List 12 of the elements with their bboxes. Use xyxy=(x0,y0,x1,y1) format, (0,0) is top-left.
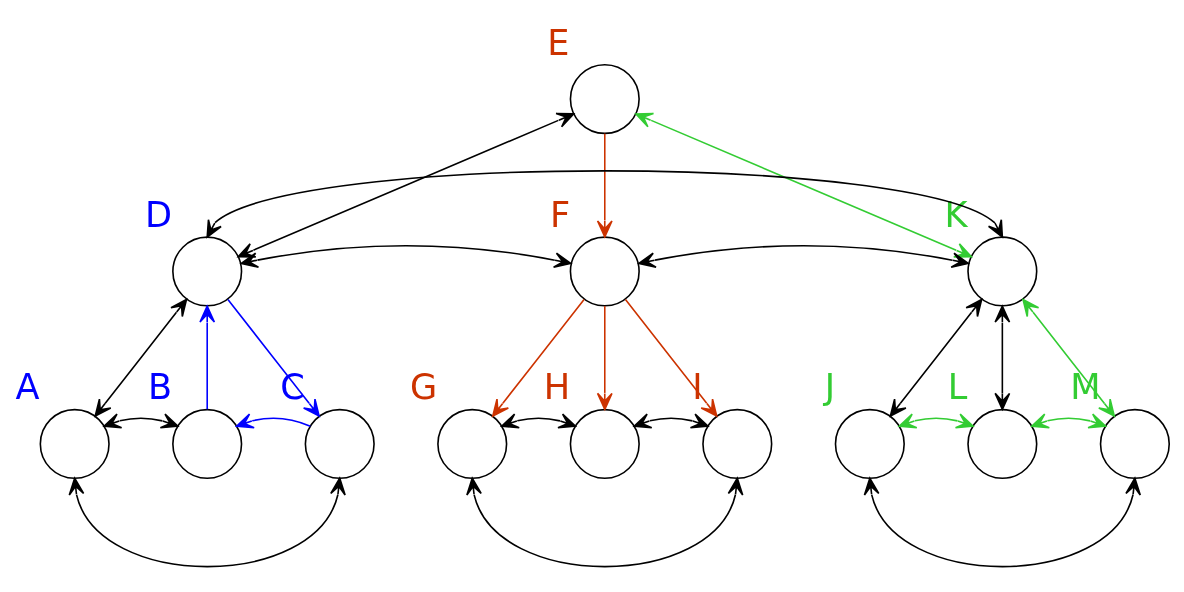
node-label: H xyxy=(543,365,571,407)
node-label: J xyxy=(824,365,836,407)
node-label: D xyxy=(144,193,173,235)
node-label: I xyxy=(692,365,703,407)
node-label: K xyxy=(944,193,968,235)
node-label: B xyxy=(148,365,173,407)
node-label: E xyxy=(547,20,570,62)
node-label: F xyxy=(549,193,571,235)
node-label: M xyxy=(1070,365,1101,407)
node-label: L xyxy=(947,365,968,407)
node-label: G xyxy=(409,365,438,407)
node-label: A xyxy=(15,365,40,407)
